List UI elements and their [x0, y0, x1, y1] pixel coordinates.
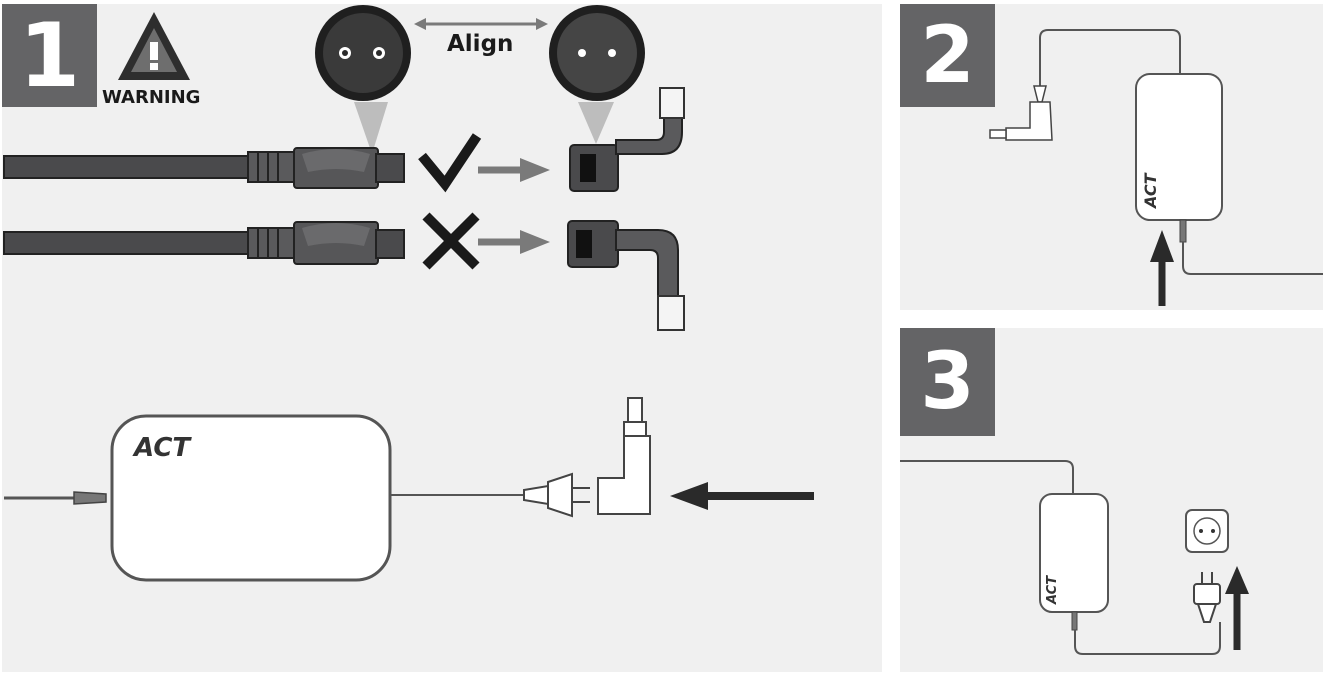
step-number-3: 3	[900, 328, 995, 436]
wall-socket-icon	[1185, 509, 1229, 553]
tip-connector	[597, 397, 651, 515]
power-plug-icon	[1193, 572, 1221, 623]
step-number-2: 2	[900, 4, 995, 107]
arrow-icon	[478, 158, 550, 182]
brand-logo-adapter: ACT	[1141, 172, 1160, 210]
panel-step-1: 1	[2, 4, 882, 672]
tip-connector-wrong	[567, 220, 685, 331]
checkmark-icon	[418, 133, 482, 193]
power-adapter	[1135, 73, 1223, 221]
step-2-illustration: ACT	[989, 29, 1323, 306]
input-cable	[900, 460, 1074, 494]
upward-arrow-icon	[1225, 566, 1249, 650]
panel-step-3: 3 ACT	[900, 328, 1323, 672]
panel-step-2: 2 ACT	[900, 4, 1323, 310]
connector-face-right	[549, 5, 645, 144]
cable-correct	[3, 147, 405, 189]
align-double-arrow-icon	[414, 18, 548, 30]
brand-logo-adapter: ACT	[1045, 575, 1060, 605]
step-3-illustration: ACT	[900, 460, 1249, 655]
upward-arrow-icon	[1150, 230, 1174, 306]
insert-arrow-icon	[670, 482, 814, 510]
step-number-1: 1	[2, 4, 97, 107]
cable-wrong	[3, 221, 405, 265]
dc-cable	[1179, 219, 1323, 275]
align-label: Align	[447, 31, 513, 57]
mains-cable	[1071, 611, 1221, 655]
arrow-icon	[478, 230, 550, 254]
power-adapter	[4, 414, 590, 582]
output-cable	[989, 29, 1181, 141]
brand-logo-adapter: ACT	[132, 433, 192, 463]
step-1-illustration: WARNING Align ACT	[3, 5, 814, 582]
connector-face-left	[315, 5, 411, 154]
tip-connector-correct	[569, 87, 685, 192]
cross-icon	[422, 212, 480, 270]
warning-icon	[118, 12, 190, 80]
warning-label: WARNING	[102, 87, 200, 108]
